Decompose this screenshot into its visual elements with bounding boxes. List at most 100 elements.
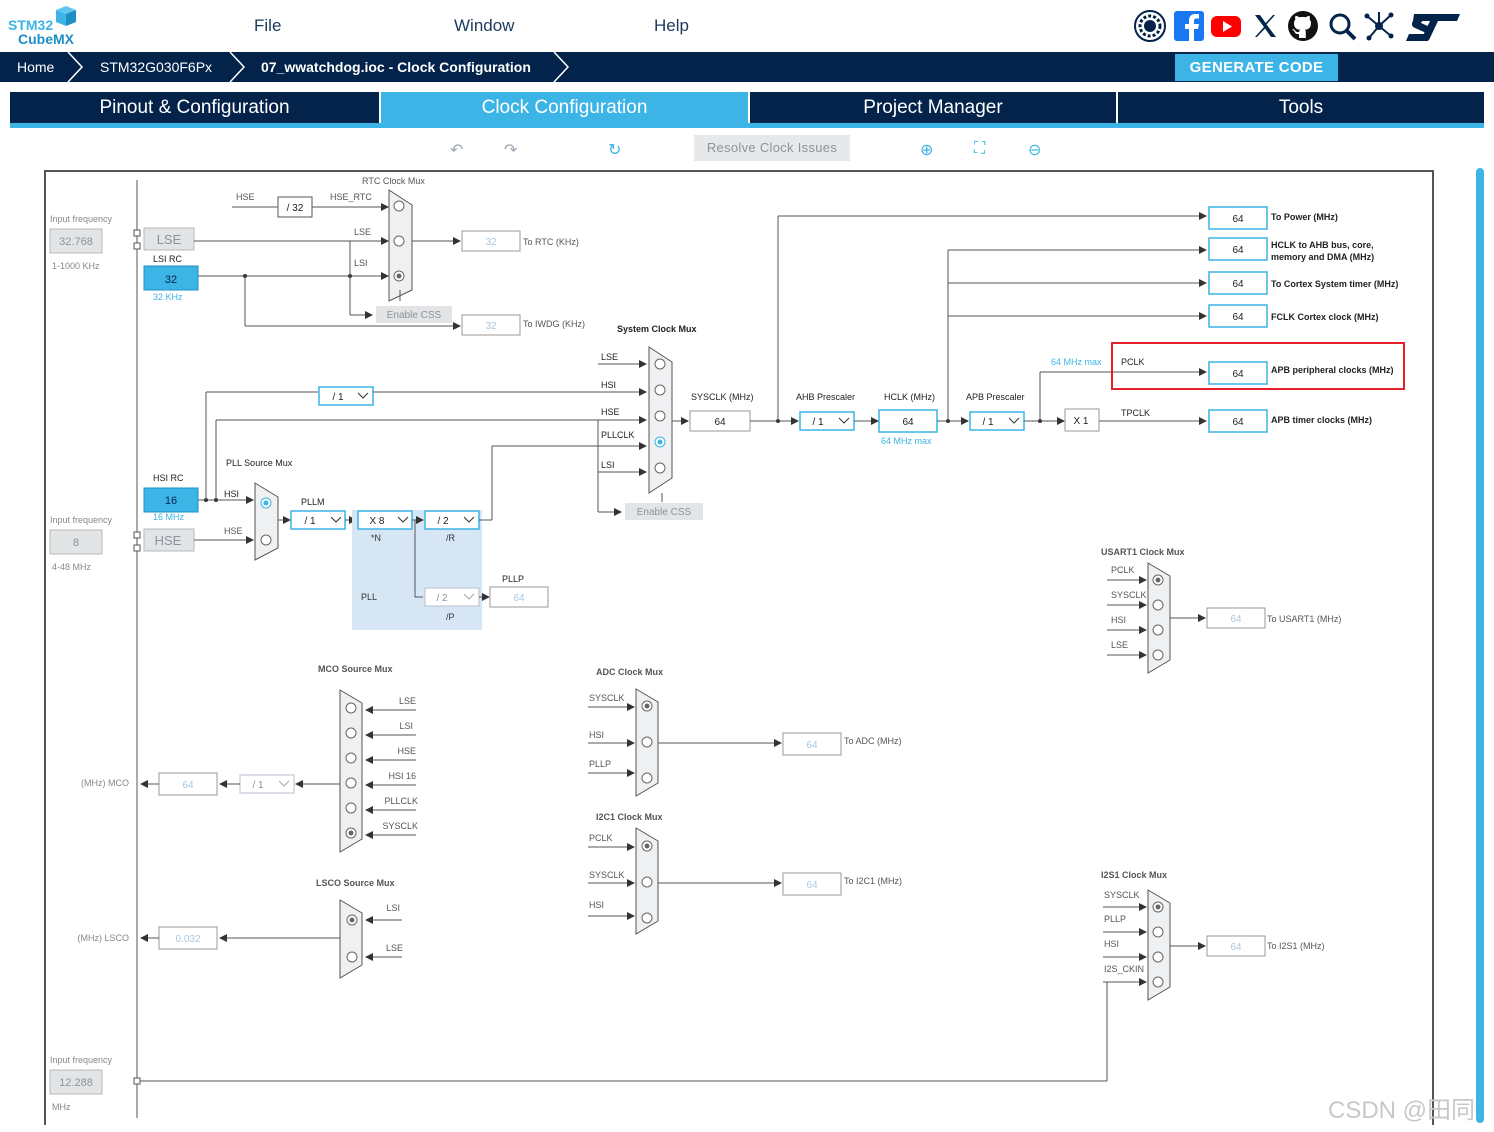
- anniversary-10-icon[interactable]: [1134, 10, 1166, 42]
- network-icon[interactable]: [1363, 10, 1395, 42]
- rtc-lsi-label: LSI: [354, 258, 368, 268]
- sys-mux-option-lsi[interactable]: [654, 462, 666, 474]
- i2s1-option-ckin[interactable]: [1152, 976, 1164, 988]
- breadcrumb-device[interactable]: STM32G030F6Px: [100, 59, 213, 75]
- usart1-option-hsi[interactable]: [1152, 624, 1164, 636]
- rtc-output-value: 32: [485, 237, 497, 248]
- mco-option-lsi[interactable]: [345, 727, 357, 739]
- zoom-in-icon[interactable]: ⊕: [920, 142, 934, 159]
- st-logo[interactable]: [1404, 10, 1462, 42]
- usart1-output-label: To USART1 (MHz): [1267, 614, 1341, 624]
- rtc-hse-rtc-label: HSE_RTC: [330, 192, 372, 202]
- apb-timer-output-box[interactable]: [1208, 409, 1268, 433]
- mco-option-pllclk[interactable]: [345, 802, 357, 814]
- zoom-out-icon[interactable]: ⊖: [1028, 142, 1042, 159]
- rtc-lse-label: LSE: [354, 227, 371, 237]
- sys-mux-option-hsi[interactable]: [654, 384, 666, 396]
- hse-input-box[interactable]: [49, 529, 103, 555]
- cortex-timer-output-label: To Cortex System timer (MHz): [1271, 279, 1398, 289]
- pllm-select[interactable]: [290, 510, 346, 530]
- menu-window[interactable]: Window: [454, 16, 515, 35]
- lse-input-caption: Input frequency: [50, 214, 113, 224]
- i2s1-mux-title: I2S1 Clock Mux: [1101, 870, 1167, 880]
- adc-output-value: 64: [806, 740, 818, 751]
- adc-output-box: [782, 732, 842, 756]
- usart1-clock-mux: [1147, 562, 1171, 674]
- mco-lsi-label: LSI: [399, 721, 413, 731]
- adc-pllp-label: PLLP: [589, 759, 611, 769]
- resolve-clock-issues-button[interactable]: Resolve Clock Issues: [694, 135, 850, 161]
- mco-option-lse[interactable]: [345, 702, 357, 714]
- tab-tools[interactable]: Tools: [1118, 92, 1484, 123]
- plln-select[interactable]: [357, 510, 413, 530]
- pll-hse-label: HSE: [224, 526, 243, 536]
- adc-option-pllp[interactable]: [641, 772, 653, 784]
- refresh-icon[interactable]: ↻: [608, 142, 622, 159]
- mco-lse-label: LSE: [399, 696, 416, 706]
- menu-file[interactable]: File: [254, 16, 282, 35]
- breadcrumb-file[interactable]: 07_wwatchdog.ioc - Clock Configuration: [261, 59, 531, 75]
- pll-source-option-hse[interactable]: [260, 534, 272, 546]
- apb-peripheral-output-box[interactable]: [1208, 361, 1268, 385]
- mco-output-label: (MHz) MCO: [81, 778, 129, 788]
- breadcrumb-home[interactable]: Home: [17, 59, 55, 75]
- usart1-sysclk-label: SYSCLK: [1111, 590, 1147, 600]
- generate-code-button[interactable]: GENERATE CODE: [1175, 54, 1338, 81]
- rtc-mux-title: RTC Clock Mux: [362, 176, 425, 186]
- cortex-timer-output-box[interactable]: [1208, 271, 1268, 295]
- undo-icon[interactable]: ↶: [450, 142, 464, 159]
- iwdg-output-value: 32: [485, 321, 497, 332]
- sys-mux-option-hse[interactable]: [654, 410, 666, 422]
- lsco-output-label: (MHz) LSCO: [78, 933, 130, 943]
- fit-screen-icon[interactable]: ⛶: [974, 140, 986, 157]
- power-output-box[interactable]: [1208, 206, 1268, 230]
- tab-clock-configuration[interactable]: Clock Configuration: [381, 92, 748, 123]
- tab-pinout[interactable]: Pinout & Configuration: [10, 92, 379, 123]
- mco-hse-label: HSE: [397, 746, 416, 756]
- redo-icon[interactable]: ↷: [504, 142, 518, 159]
- lse-input-box[interactable]: [49, 228, 103, 254]
- usart1-output-box: [1206, 607, 1266, 629]
- i2s-input-value: 12.288: [59, 1077, 93, 1089]
- hclk-ahb-output-box[interactable]: [1208, 237, 1268, 261]
- i2c1-option-hsi[interactable]: [641, 912, 653, 924]
- usart1-option-lse[interactable]: [1152, 649, 1164, 661]
- pllr-value: / 2: [437, 516, 449, 527]
- fclk-output-box[interactable]: [1208, 304, 1268, 328]
- apb-prescaler-label: APB Prescaler: [966, 392, 1025, 402]
- x-icon[interactable]: [1249, 10, 1281, 42]
- cortex-timer-output-value: 64: [1232, 279, 1244, 290]
- search-icon[interactable]: [1326, 10, 1358, 42]
- mco-option-hsi16[interactable]: [345, 777, 357, 789]
- rtc-enable-css-button[interactable]: [376, 306, 452, 323]
- menu-help[interactable]: Help: [654, 16, 689, 35]
- hsi-sys-divider-select[interactable]: [318, 386, 374, 406]
- i2c1-option-sysclk[interactable]: [641, 876, 653, 888]
- csdn-watermark: CSDN @田同: [1328, 1097, 1476, 1124]
- i2s1-option-hsi[interactable]: [1152, 951, 1164, 963]
- i2s1-pllp-label: PLLP: [1104, 914, 1126, 924]
- hsirc-title: HSI RC: [153, 473, 184, 483]
- github-icon[interactable]: [1287, 10, 1319, 42]
- lse-oscillator-block: [143, 227, 195, 251]
- vertical-scrollbar[interactable]: [1476, 168, 1484, 1123]
- rtc-mux-option-hse[interactable]: [393, 200, 405, 212]
- lsco-option-lse[interactable]: [346, 951, 358, 963]
- usart1-option-sysclk[interactable]: [1152, 599, 1164, 611]
- pllp-output-box: [489, 586, 549, 608]
- youtube-icon[interactable]: [1210, 10, 1242, 42]
- hsirc-value: 16: [165, 495, 177, 507]
- sys-mux-option-lse[interactable]: [654, 358, 666, 370]
- adc-option-hsi[interactable]: [641, 736, 653, 748]
- i2s1-ckin-label: I2S_CKIN: [1104, 964, 1144, 974]
- i2s-input-box[interactable]: [49, 1069, 103, 1095]
- lsirc-block[interactable]: [143, 265, 199, 291]
- adc-sysclk-label: SYSCLK: [589, 693, 625, 703]
- rtc-mux-option-lse[interactable]: [393, 235, 405, 247]
- facebook-icon[interactable]: [1173, 10, 1205, 42]
- i2s1-option-pllp[interactable]: [1152, 926, 1164, 938]
- sys-enable-css-button[interactable]: [625, 503, 703, 520]
- tab-project-manager[interactable]: Project Manager: [750, 92, 1116, 123]
- mco-option-hse[interactable]: [345, 752, 357, 764]
